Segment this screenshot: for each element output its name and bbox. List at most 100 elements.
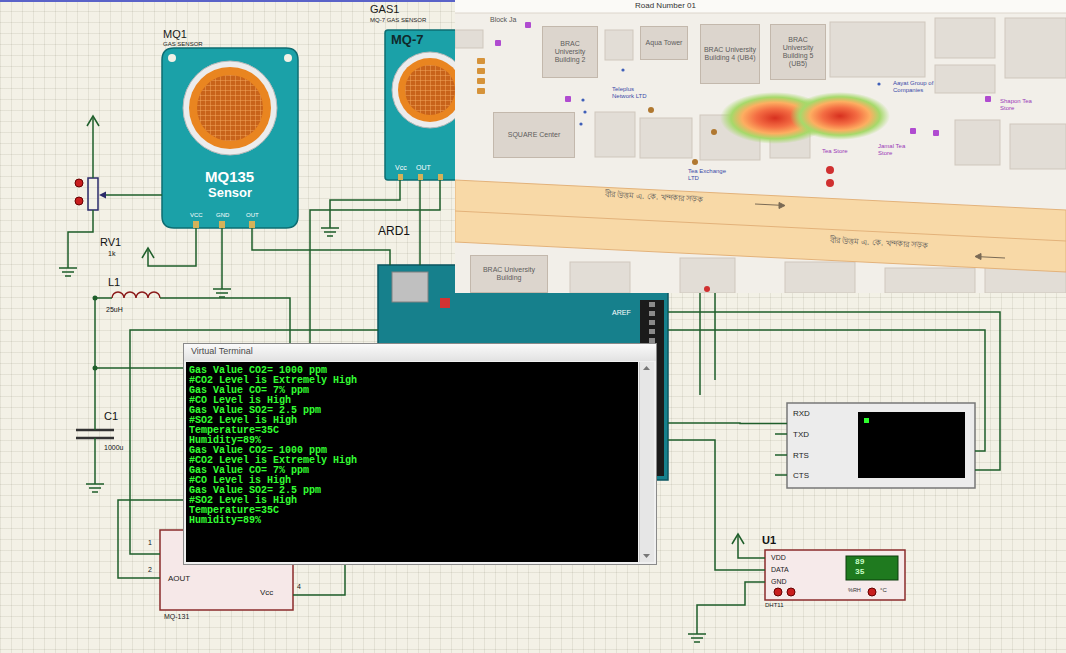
heatmap-blob [790, 92, 890, 140]
building-name: BRAC University Building [473, 266, 545, 282]
terminal-title-bar [184, 344, 656, 361]
inductor-symbol [112, 292, 160, 298]
ground-symbol [321, 225, 339, 236]
road-divider [455, 211, 1066, 241]
node-text: DHT11 [765, 602, 784, 609]
building-name: Aqua Tower [646, 39, 683, 47]
node-text: GAS SENSOR [163, 41, 203, 48]
annotation-label: Aayat Group of Companies [893, 80, 953, 94]
street-map [455, 13, 1066, 14]
mq135-module [162, 48, 298, 228]
annotation-label: 2 [148, 566, 152, 574]
node-text: OUT [246, 212, 259, 219]
poi-dot [579, 122, 582, 125]
node-text: GAS1 [370, 3, 399, 16]
circuit-wire [775, 433, 787, 435]
node-text: Gas Value CO= 7% ppm [189, 386, 309, 396]
node-text: GND [771, 578, 787, 586]
dht11-module [765, 550, 905, 600]
annotation-label: C1 [104, 410, 118, 423]
junction-dot [93, 366, 98, 371]
potentiometer-symbol [75, 178, 106, 210]
circuit-wire [293, 565, 345, 595]
potentiometer-symbol [99, 192, 106, 199]
poi-icon [477, 78, 485, 84]
map-block [830, 22, 925, 77]
map-block [455, 30, 483, 48]
mq135-module [219, 221, 225, 228]
map-block [680, 258, 735, 293]
node-text: °C [880, 587, 887, 594]
mq131-sensor-module: AOUTVccMQ-131 [160, 530, 293, 610]
node-text: Temperature=35C [189, 506, 279, 516]
map-building: BRAC University Building 5 (UB5) [770, 24, 826, 80]
wire-connector [668, 422, 787, 424]
map-block [955, 120, 1000, 165]
wire-connector [252, 228, 390, 265]
annotation-label: L1 [108, 276, 120, 289]
poi-icon [477, 68, 485, 74]
circuit-wire [668, 312, 1000, 470]
mq7-module [398, 58, 462, 122]
mq135-module [197, 75, 263, 141]
annotation-label: 1000u [104, 444, 123, 452]
circuit-wire [106, 194, 162, 196]
street-map [455, 0, 1066, 13]
circuit-wire [95, 297, 112, 299]
poi-icon [985, 96, 991, 102]
annotation-label: 1 [148, 539, 152, 547]
annotation-label: Tea Exchange LTD [688, 168, 733, 182]
map-building: BRAC University Building 2 [542, 26, 598, 78]
map-block [595, 112, 635, 157]
mq7-module [418, 174, 423, 180]
circuit-wire [221, 228, 223, 285]
node-text: CTS [793, 471, 809, 480]
poi-dot [877, 82, 880, 85]
poi-dot [583, 110, 586, 113]
poi-marker [826, 166, 834, 174]
map-block [605, 30, 633, 60]
junction-dot [93, 296, 98, 371]
poi-icon [565, 96, 571, 102]
node-text: #SO2 Level is High [189, 496, 297, 506]
node-text: Humidity=89% [189, 516, 261, 526]
road-arrow [755, 204, 781, 205]
node-text: #CO2 Level is Extremely High [189, 376, 357, 386]
poi-icon [692, 159, 698, 165]
node-text: AOUT [168, 574, 190, 583]
serial-terminal-device [787, 403, 975, 488]
arduino-board [392, 272, 428, 302]
scrollbar-arrows [643, 554, 650, 558]
node-text: GND [216, 212, 229, 219]
node-text: #CO2 Level is Extremely High [189, 456, 357, 466]
dht11-sensor: U1VDDDATAGND8935%RH°CDHT11 [765, 550, 905, 600]
mq135-module [183, 61, 277, 155]
node-text: Gas Value CO= 7% ppm [189, 466, 309, 476]
poi-icon [477, 88, 485, 94]
ground-symbol [59, 225, 706, 642]
node-text: DATA [771, 566, 789, 574]
circuit-wire [68, 210, 93, 262]
map-building: BRAC University Building 4 (UB4) [700, 24, 760, 84]
circuit-wire [148, 228, 196, 266]
ground-symbol [213, 285, 231, 297]
node-text: #CO Level is High [189, 476, 291, 486]
mq135-module [162, 48, 298, 228]
power-terminal [87, 116, 99, 126]
mq135-module [193, 221, 199, 228]
poi-icon [477, 58, 485, 64]
poi-icon [477, 58, 485, 94]
node-text: MQ-7 [391, 33, 424, 48]
power-terminal [732, 534, 744, 544]
dht11-module [787, 588, 795, 596]
serial-terminal-device [864, 418, 869, 423]
poi-icon [525, 22, 531, 28]
annotation-label: Shapon Tea Store [1000, 98, 1040, 112]
building-name: BRAC University Building 2 [545, 40, 595, 64]
annotation-label: 1k [108, 250, 115, 258]
poi-marker [704, 166, 834, 292]
map-block [640, 118, 692, 158]
road-arrow [779, 203, 785, 209]
building-name: BRAC University Building 5 (UB5) [773, 36, 823, 68]
